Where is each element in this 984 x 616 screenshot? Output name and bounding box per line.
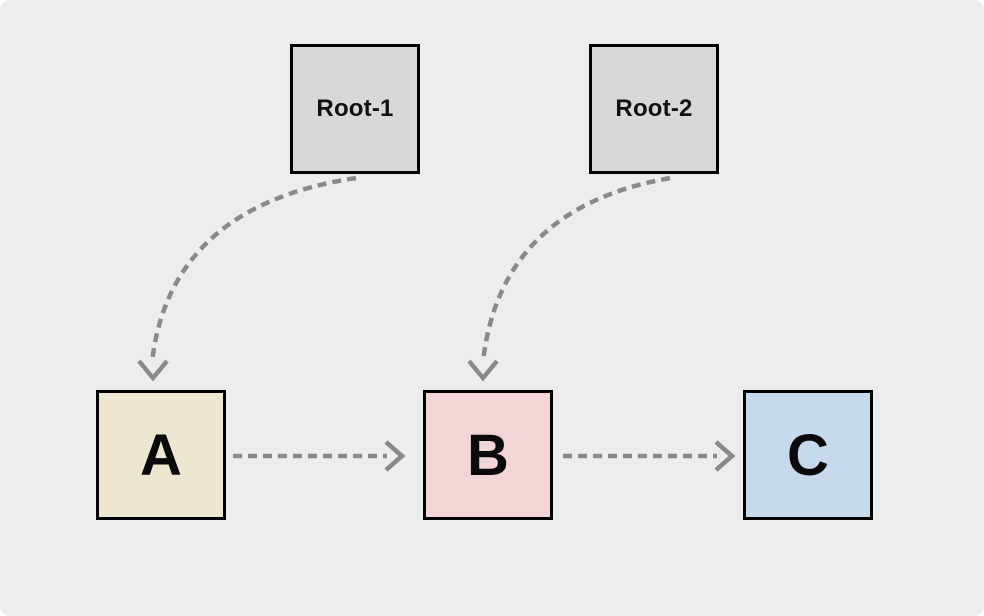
node-c: C [743,390,873,520]
node-root-2: Root-2 [589,44,719,174]
node-b: B [423,390,553,520]
edge-root1-to-a-line [149,175,357,363]
edge-root2-to-b [467,175,671,382]
node-a: A [96,390,226,520]
node-root-1-label: Root-1 [316,95,394,122]
node-b-label: B [467,422,509,488]
node-a-label: A [140,422,182,488]
node-root-1: Root-1 [290,44,420,174]
arrowhead-right-icon [714,440,736,472]
edge-a-to-b [233,440,406,472]
edge-root2-to-b-line [480,175,671,363]
edge-root1-to-a [137,175,357,382]
arrowhead-right-icon [384,440,406,472]
edge-b-to-c [563,440,736,472]
node-root-2-label: Root-2 [615,95,693,122]
node-c-label: C [787,422,829,488]
arrowhead-down-icon [467,359,499,382]
arrowhead-down-icon [137,359,169,382]
